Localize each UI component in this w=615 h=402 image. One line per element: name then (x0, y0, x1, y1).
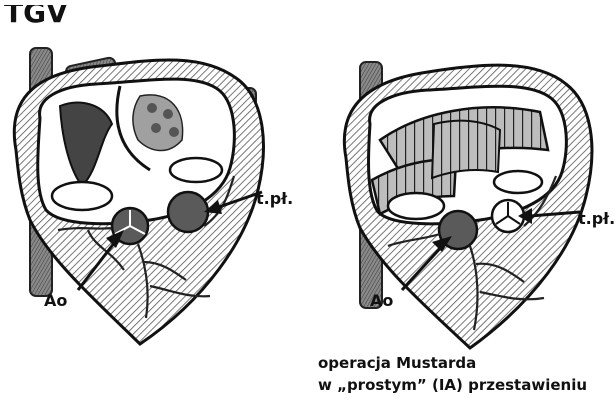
right-valve-label: t.pł. (578, 209, 615, 228)
caption-line-2: w „prostym” (IA) przestawieniu (318, 376, 587, 394)
left-heart-illustration: Ao t.pł. (14, 48, 293, 344)
right-mitral-valve (494, 171, 542, 193)
left-pulm-vein-1 (147, 103, 157, 113)
left-pulm-vein-4 (169, 127, 179, 137)
left-valve-label: t.pł. (256, 189, 293, 208)
caption-line-1: operacja Mustarda (318, 354, 476, 372)
left-tricuspid-valve (52, 182, 112, 210)
header-fragment: TGV (4, 0, 68, 29)
left-pulm-vein-3 (151, 123, 161, 133)
left-mitral-valve (170, 158, 222, 182)
right-heart-illustration: Ao t.pł. (344, 62, 615, 348)
right-ao-label: Ao (370, 291, 393, 310)
right-tricuspid-valve (388, 193, 444, 219)
left-pulmonary-valve (168, 192, 208, 232)
right-baffle-inner (432, 121, 500, 178)
left-pulm-vein-2 (163, 109, 173, 119)
left-ao-label: Ao (44, 291, 67, 310)
